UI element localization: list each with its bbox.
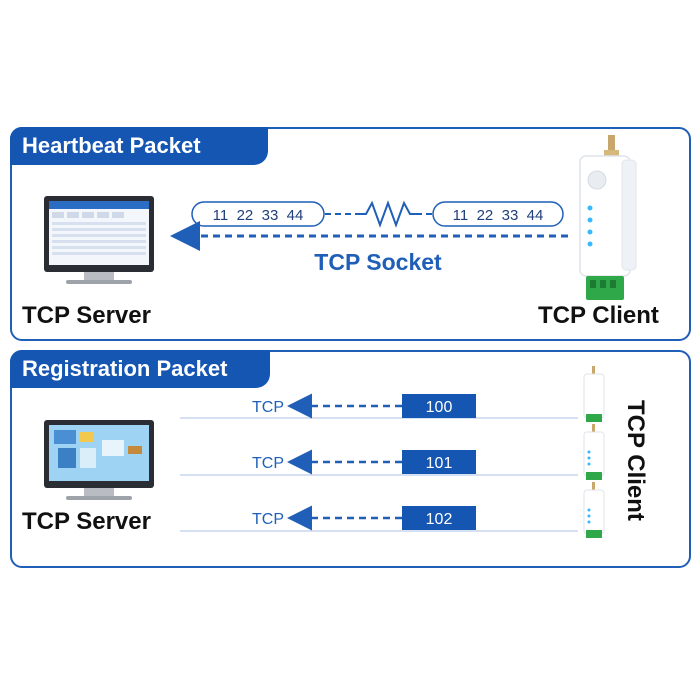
registration-server-label: TCP Server bbox=[22, 508, 151, 535]
server-monitor-icon-bottom bbox=[44, 420, 154, 500]
registration-row: TCP 100 bbox=[252, 393, 476, 419]
heartbeat-server-label: TCP Server bbox=[22, 302, 151, 329]
packet-box-right: 11 22 33 44 bbox=[432, 201, 564, 227]
packet-box-left: 11 22 33 44 bbox=[191, 201, 325, 227]
client-device-icon-small bbox=[583, 482, 605, 538]
heartbeat-panel-title: Heartbeat Packet bbox=[10, 127, 268, 165]
tcp-socket-label: TCP Socket bbox=[314, 249, 442, 275]
registration-client-label: TCP Client bbox=[622, 400, 649, 521]
row-id-label: 102 bbox=[426, 511, 453, 528]
row-id-label: 101 bbox=[426, 455, 453, 472]
row-protocol-label: TCP bbox=[252, 511, 284, 528]
client-device-icon bbox=[579, 135, 637, 300]
heartbeat-link bbox=[325, 200, 432, 228]
heartbeat-client-label: TCP Client bbox=[538, 302, 659, 329]
client-device-icon-small bbox=[583, 424, 605, 480]
registration-row: TCP 102 bbox=[252, 505, 476, 531]
row-id-label: 100 bbox=[426, 399, 453, 416]
server-monitor-icon bbox=[44, 196, 154, 284]
row-protocol-label: TCP bbox=[252, 399, 284, 416]
registration-panel-title: Registration Packet bbox=[10, 350, 270, 388]
packet-left-text: 11 22 33 44 bbox=[213, 207, 304, 224]
registration-row: TCP 101 bbox=[252, 449, 476, 475]
row-protocol-label: TCP bbox=[252, 455, 284, 472]
packet-right-text: 11 22 33 44 bbox=[453, 207, 544, 224]
client-device-icon-small bbox=[583, 366, 605, 422]
